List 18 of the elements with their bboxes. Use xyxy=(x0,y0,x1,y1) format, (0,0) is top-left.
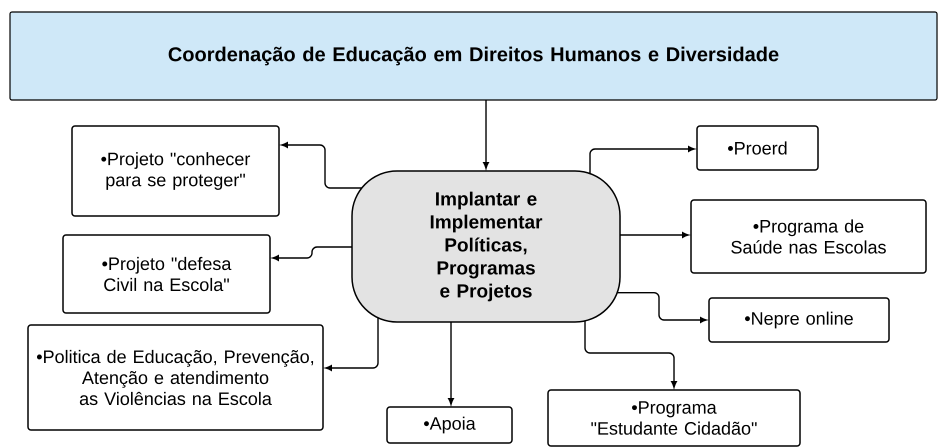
title-box: Coordenação de Educação em Direitos Humanos e Diversidade xyxy=(9,11,938,101)
program-box: •Projeto "defesa Civil na Escola" xyxy=(62,234,271,314)
arrow xyxy=(620,232,689,238)
arrow xyxy=(325,318,379,371)
arrow xyxy=(448,322,454,405)
arrow xyxy=(281,142,362,189)
arrow xyxy=(589,146,695,174)
arrow xyxy=(584,321,677,388)
program-box: •Nepre online xyxy=(708,297,890,343)
program-box: •Programa de Saúde nas Escolas xyxy=(690,199,927,274)
program-box: •Proerd xyxy=(696,125,819,171)
program-box: •Programa "Estudante Cidadão" xyxy=(547,389,801,447)
arrow xyxy=(617,292,707,323)
program-box: •Projeto "conhecer para se proteger" xyxy=(71,125,280,217)
arrow xyxy=(483,100,489,169)
arrow xyxy=(272,246,352,261)
program-box: •Politica de Educação, Prevenção, Atenção e atendimento as Violências na Escola xyxy=(27,324,324,431)
program-box: •Apoia xyxy=(386,406,513,444)
